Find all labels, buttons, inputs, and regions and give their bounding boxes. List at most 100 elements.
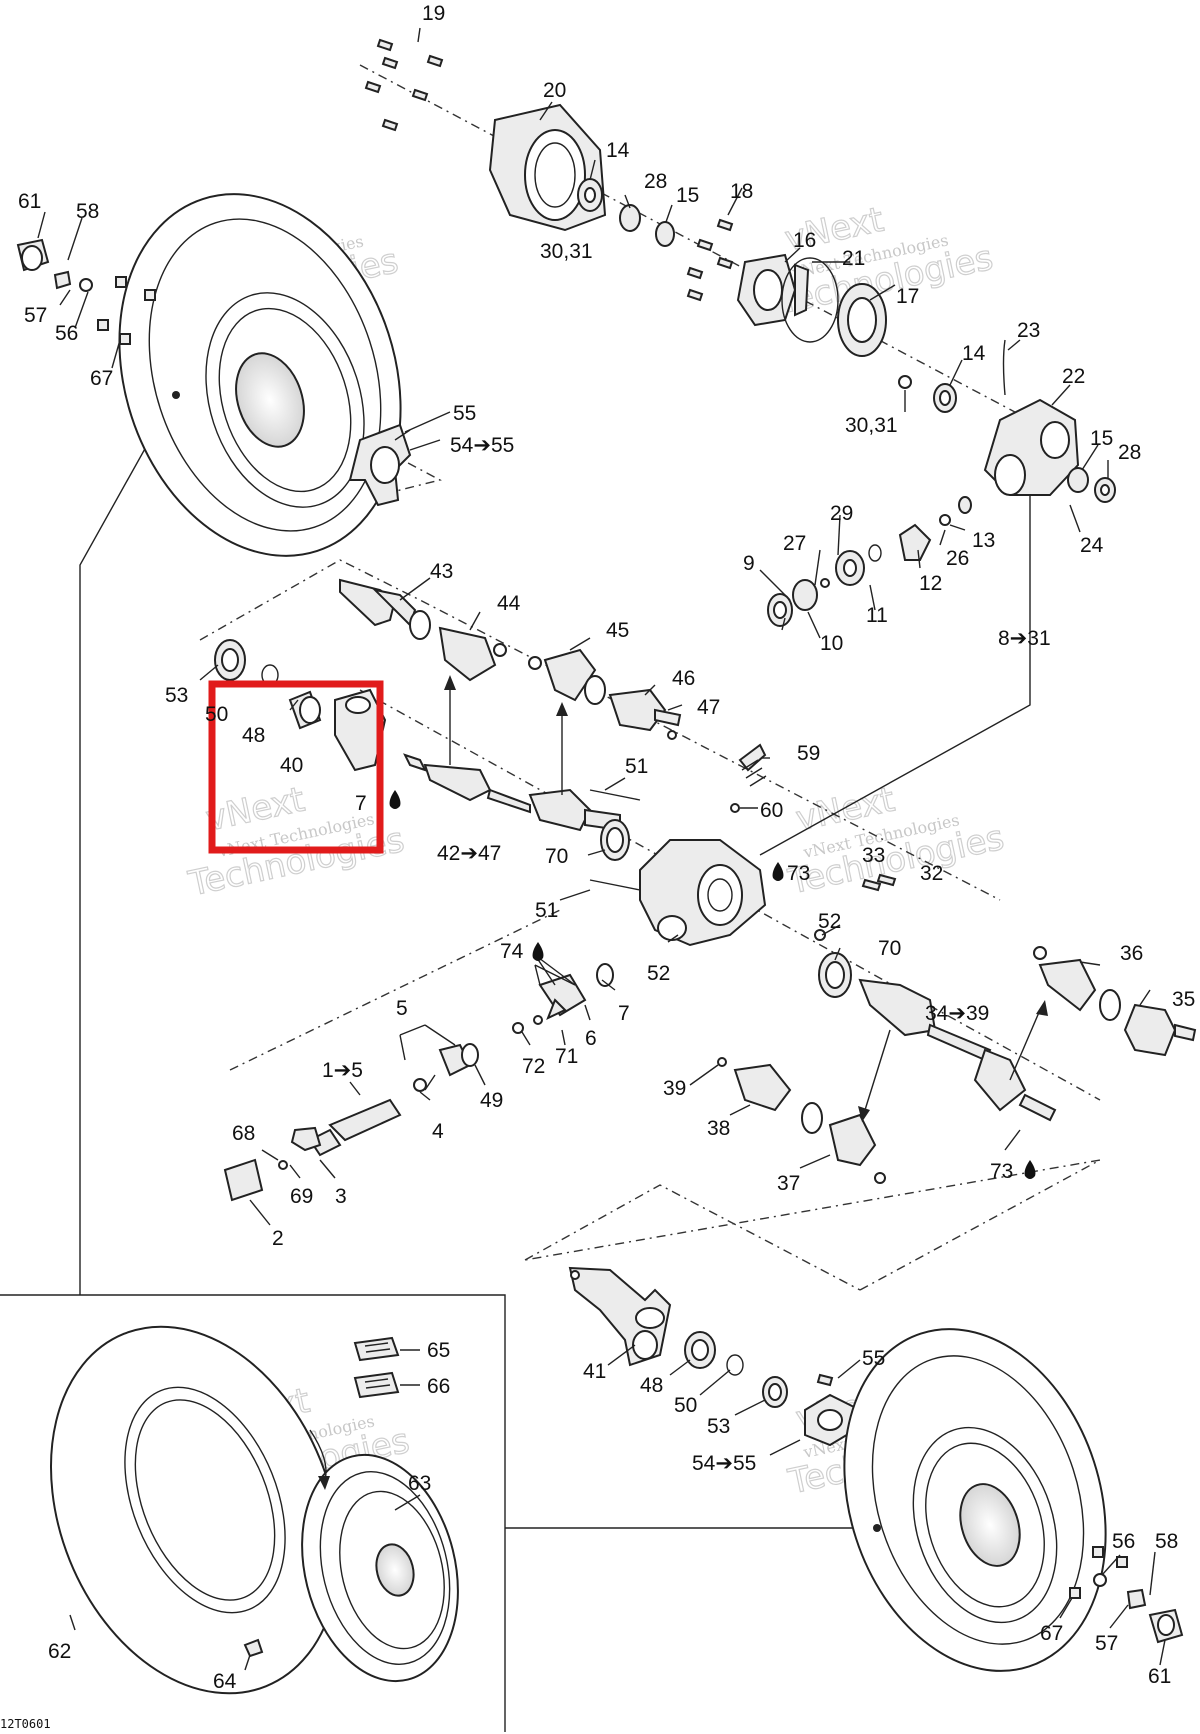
- label-19: 19: [422, 2, 445, 25]
- bolts-18: [686, 218, 734, 302]
- propshaft-bracket-5: [399, 964, 576, 1061]
- label-67: 67: [1040, 1622, 1063, 1645]
- arrows-to-right-shaft: [858, 1000, 1048, 1122]
- label-14: 14: [606, 139, 630, 162]
- lug-nuts-bottom-right: [1069, 1546, 1184, 1644]
- label-73: 73: [990, 1160, 1013, 1183]
- wheel-assembly-top-left: [118, 193, 402, 557]
- pinion-assembly: [767, 496, 972, 627]
- label-68: 68: [232, 1122, 255, 1145]
- label-35: 35: [1172, 988, 1195, 1011]
- seal-70-left: [600, 819, 630, 861]
- label-1-5: 1➔5: [322, 1059, 363, 1082]
- label-71: 71: [555, 1045, 578, 1068]
- seal-70-right: [818, 952, 852, 998]
- label-34-39: 34➔39: [925, 1002, 989, 1025]
- label-44: 44: [497, 592, 521, 615]
- bolts-19: [364, 38, 444, 132]
- label-5: 5: [396, 997, 408, 1020]
- label-70: 70: [878, 937, 901, 960]
- label-72: 72: [522, 1055, 545, 1078]
- label-48: 48: [242, 724, 265, 747]
- joint-46: [608, 688, 682, 740]
- label-20: 20: [543, 79, 566, 102]
- label-48: 48: [640, 1374, 663, 1397]
- label-47: 47: [697, 696, 720, 719]
- boot-44: [409, 610, 507, 682]
- label-42-47: 42➔47: [437, 842, 501, 865]
- label-61: 61: [18, 190, 41, 213]
- label-59: 59: [797, 742, 820, 765]
- label-22: 22: [1062, 365, 1085, 388]
- label-2: 2: [272, 1227, 284, 1250]
- label-26: 26: [946, 547, 969, 570]
- label-73: 73: [787, 862, 810, 885]
- seal-17: [837, 283, 887, 357]
- label-37: 37: [777, 1172, 800, 1195]
- bearings-top: [577, 178, 675, 247]
- label-60: 60: [760, 799, 783, 822]
- label-40: 40: [280, 754, 303, 777]
- label-74: 74: [500, 940, 524, 963]
- label-50: 50: [674, 1394, 697, 1417]
- axle-shaft-34: [858, 978, 1057, 1122]
- axle-shaft-42: [403, 753, 621, 832]
- label-11: 11: [866, 604, 888, 627]
- drop-icon: [389, 790, 401, 809]
- bearing-48-bottom: [684, 1331, 788, 1408]
- joint-38-37-group: [717, 1057, 886, 1184]
- label-30-31: 30,31: [540, 240, 593, 263]
- tire-62: [50, 1325, 340, 1695]
- label-52: 52: [818, 910, 841, 933]
- label-33: 33: [862, 844, 885, 867]
- part-labels: 19 20 14 28 15 30,31 18 16 21 17 23 14 2…: [18, 2, 1195, 1693]
- wheel-assembly-bottom-right: [843, 1328, 1107, 1672]
- label-41: 41: [583, 1360, 606, 1383]
- label-55: 55: [862, 1347, 885, 1370]
- label-70: 70: [545, 845, 568, 868]
- label-64: 64: [213, 1670, 237, 1693]
- label-36: 36: [1120, 942, 1143, 965]
- label-32: 32: [920, 862, 943, 885]
- label-30-31: 30,31: [845, 414, 898, 437]
- label-50: 50: [205, 703, 228, 726]
- label-65: 65: [427, 1339, 450, 1362]
- rear-housing-22: [983, 339, 1080, 496]
- arrows-to-half-shaft: [444, 675, 568, 795]
- label-39: 39: [663, 1077, 686, 1100]
- drawing-code: 12T0601: [0, 1717, 51, 1731]
- label-57: 57: [24, 304, 47, 327]
- label-53: 53: [707, 1415, 730, 1438]
- propshaft-parts: [223, 963, 614, 1202]
- highlight-box: [208, 680, 384, 854]
- label-29: 29: [830, 502, 853, 525]
- label-51: 51: [625, 755, 648, 778]
- boot-joint-43: [339, 578, 417, 627]
- label-28: 28: [644, 170, 667, 193]
- spring-59: [730, 743, 767, 813]
- label-9: 9: [743, 552, 755, 575]
- label-66: 66: [427, 1375, 450, 1398]
- label-12: 12: [919, 572, 942, 595]
- bolts-32-33: [814, 873, 897, 941]
- label-10: 10: [820, 632, 843, 655]
- joint-35: [1123, 1003, 1197, 1057]
- boot-45: [528, 648, 606, 705]
- label-6: 6: [585, 1027, 597, 1050]
- label-17: 17: [896, 285, 919, 308]
- label-56: 56: [1112, 1530, 1135, 1553]
- fluid-drop-icons: [389, 790, 1036, 1179]
- label-14: 14: [962, 342, 986, 365]
- label-4: 4: [432, 1120, 444, 1143]
- boot-36-group: [1033, 946, 1121, 1021]
- label-63: 63: [408, 1472, 431, 1495]
- label-51: 51: [535, 899, 558, 922]
- label-24: 24: [1080, 534, 1104, 557]
- label-23: 23: [1017, 319, 1040, 342]
- label-61: 61: [1148, 1665, 1171, 1688]
- label-7: 7: [618, 1002, 630, 1025]
- label-8-31: 8➔31: [998, 627, 1051, 650]
- label-7: 7: [355, 792, 367, 815]
- lug-nuts-top-left: [16, 238, 156, 345]
- drop-icon: [532, 942, 544, 961]
